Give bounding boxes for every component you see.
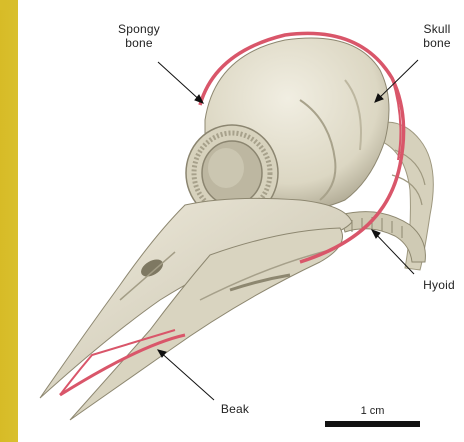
label-beak: Beak — [210, 402, 260, 416]
scale-bar-label: 1 cm — [345, 405, 400, 417]
label-spongy-bone: Spongy bone — [104, 22, 174, 50]
label-hyoid: Hyoid — [416, 278, 462, 292]
spongy-pointer — [158, 62, 203, 103]
label-skull-bone: Skull bone — [412, 22, 462, 50]
spongy-bone-line1: Spongy — [104, 22, 174, 36]
skull-bone-line2: bone — [412, 36, 462, 50]
scale-bar — [325, 421, 420, 427]
beak-pointer — [158, 350, 214, 400]
skull-bone-line1: Skull — [412, 22, 462, 36]
spongy-bone-line2: bone — [104, 36, 174, 50]
